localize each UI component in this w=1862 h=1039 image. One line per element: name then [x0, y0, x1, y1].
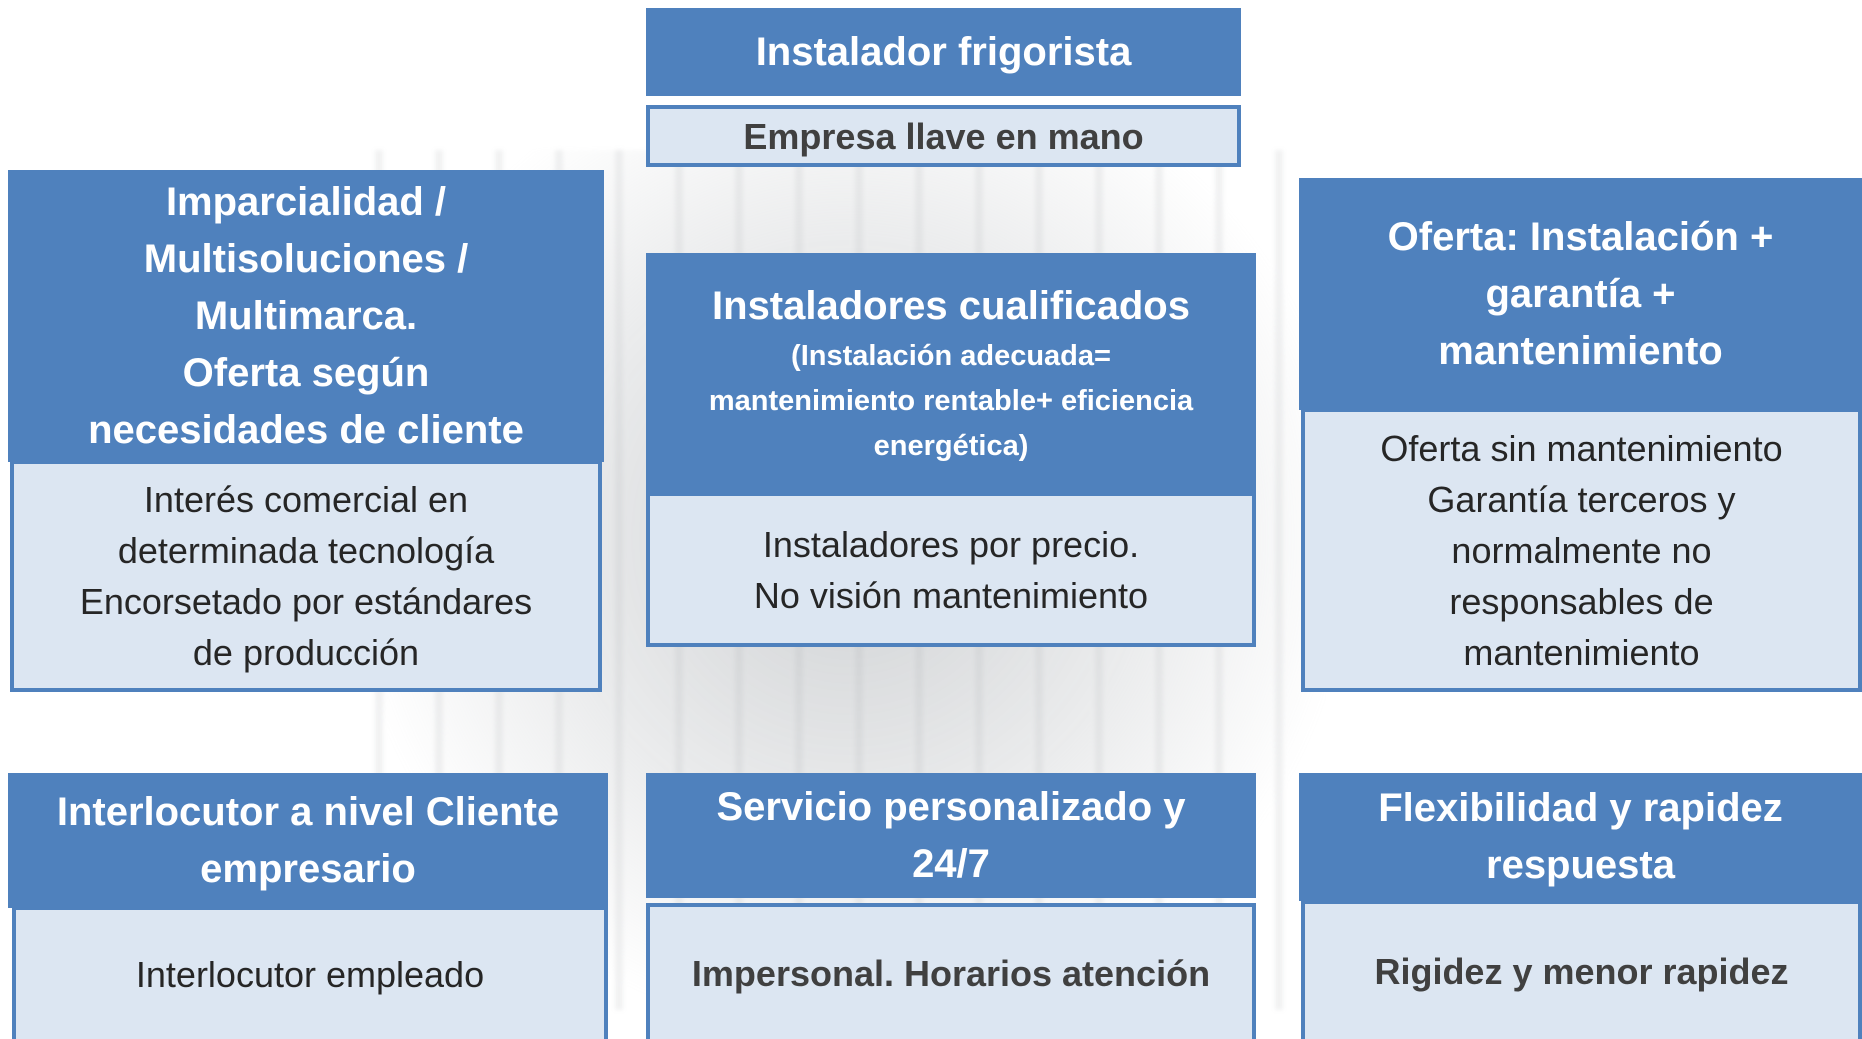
header-line: Oferta: Instalación +: [1387, 214, 1774, 259]
body-line: Encorsetado por estándares: [79, 581, 533, 622]
right-upper-body: Oferta sin mantenimiento Garantía tercer…: [1301, 408, 1862, 692]
header-sub-line: energética): [873, 429, 1029, 462]
center-upper-header: Instaladores cualificados (Instalación a…: [646, 253, 1256, 493]
body-line: de producción: [192, 632, 420, 673]
body-text: Interlocutor empleado: [135, 954, 485, 995]
body-line: Garantía terceros y: [1427, 478, 1736, 520]
header-line: garantía +: [1485, 271, 1676, 316]
body-line: responsables de: [1449, 580, 1714, 622]
left-lower-body: Interlocutor empleado: [12, 906, 608, 1039]
right-upper-header: Oferta: Instalación + garantía + manteni…: [1299, 178, 1862, 410]
main-subtitle: Empresa llave en mano: [743, 115, 1144, 157]
header-line: Oferta según: [182, 350, 430, 395]
header-line: Imparcialidad /: [165, 179, 447, 224]
right-lower-header: Flexibilidad y rapidez respuesta: [1299, 773, 1862, 901]
header-line: respuesta: [1486, 843, 1675, 887]
header-line: empresario: [200, 846, 416, 891]
header-title: Instaladores cualificados: [712, 283, 1190, 328]
center-upper-body: Instaladores por precio. No visión mante…: [646, 492, 1256, 647]
center-lower-body: Impersonal. Horarios atención: [646, 903, 1256, 1039]
body-line: mantenimiento: [1463, 631, 1700, 673]
header-line: Flexibilidad y rapidez: [1378, 786, 1783, 830]
header-line: Multimarca.: [194, 293, 418, 338]
body-text: Impersonal. Horarios atención: [691, 952, 1211, 994]
header-line: mantenimiento: [1438, 328, 1723, 373]
header-line: necesidades de cliente: [88, 407, 524, 452]
left-lower-header: Interlocutor a nivel Cliente empresario: [8, 773, 608, 908]
body-line: Oferta sin mantenimiento: [1380, 427, 1783, 469]
header-line: Servicio personalizado y: [716, 784, 1186, 829]
body-line: No visión mantenimiento: [753, 574, 1149, 616]
center-lower-header: Servicio personalizado y 24/7: [646, 773, 1256, 898]
header-line: 24/7: [912, 841, 990, 886]
main-title: Instalador frigorista: [755, 29, 1132, 74]
body-line: Instaladores por precio.: [762, 523, 1140, 565]
header-sub-line: mantenimiento rentable+ eficiencia: [708, 384, 1194, 417]
main-title-box: Instalador frigorista: [646, 8, 1241, 96]
header-line: Multisoluciones /: [143, 236, 469, 281]
left-upper-body: Interés comercial en determinada tecnolo…: [10, 460, 602, 692]
left-upper-header: Imparcialidad / Multisoluciones / Multim…: [8, 170, 604, 462]
body-line: determinada tecnología: [117, 530, 495, 571]
body-line: Interés comercial en: [143, 479, 469, 520]
header-line: Interlocutor a nivel Cliente: [56, 789, 560, 834]
body-line: normalmente no: [1451, 529, 1712, 571]
main-subtitle-box: Empresa llave en mano: [646, 105, 1241, 167]
body-text: Rigidez y menor rapidez: [1374, 951, 1789, 992]
header-sub-line: (Instalación adecuada=: [791, 339, 1111, 372]
right-lower-body: Rigidez y menor rapidez: [1301, 900, 1862, 1039]
